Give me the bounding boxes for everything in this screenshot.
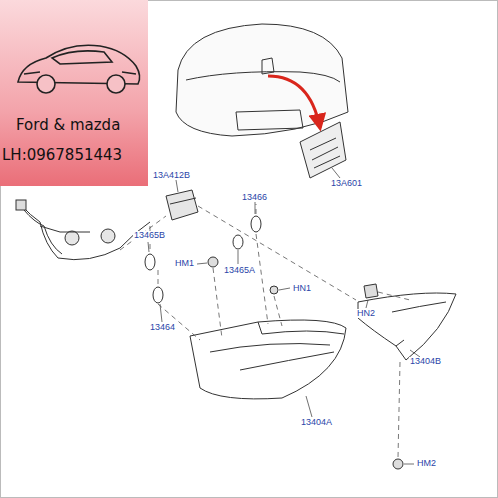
callout-number: 13466: [241, 193, 268, 202]
callout-number: 13A412B: [152, 171, 191, 180]
callout-number: HM2: [416, 459, 437, 468]
watermark-text: Ford & mazda: [16, 116, 120, 134]
callout-number: 13404A: [300, 418, 333, 427]
callout-number: 13465A: [223, 266, 256, 275]
callout-number: 13404B: [409, 357, 442, 366]
callout-number: 13A601: [330, 179, 363, 188]
callout-number: HN1: [292, 284, 312, 293]
watermark-panel: Ford & mazdaLH:0967851443: [0, 0, 148, 186]
watermark-text: LH:0967851443: [2, 146, 122, 164]
callout-number: 13464: [149, 323, 176, 332]
callout-number: HM1: [174, 259, 195, 268]
callout-number: HN2: [356, 309, 376, 318]
callout-number: 13465B: [133, 231, 166, 240]
